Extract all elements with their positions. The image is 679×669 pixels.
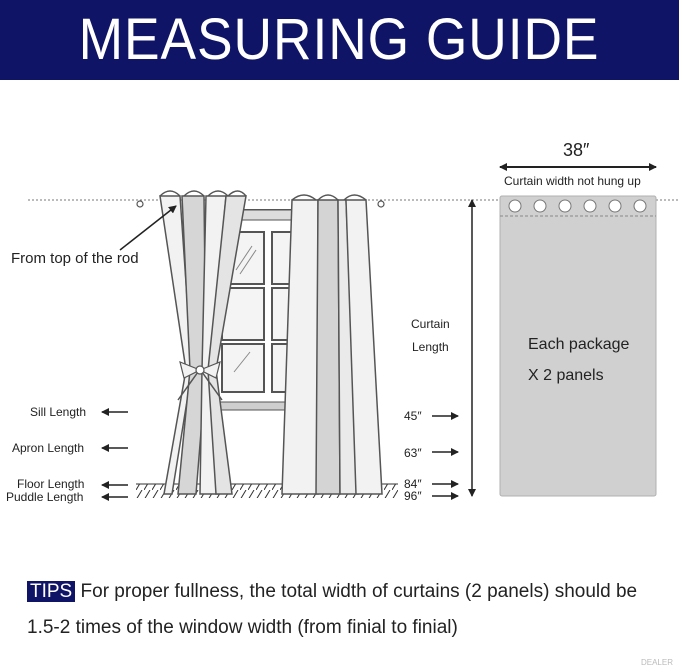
apron-length-value: 63″ xyxy=(404,446,422,460)
puddle-length-value: 96″ xyxy=(404,489,422,503)
tips-section: TIPS For proper fullness, the total widt… xyxy=(27,574,667,646)
sill-length-value: 45″ xyxy=(404,409,422,423)
tips-badge: TIPS xyxy=(27,581,76,602)
watermark: DEALER xyxy=(640,658,673,667)
curtain-diagram xyxy=(28,163,679,501)
grommet xyxy=(558,199,572,213)
grommet xyxy=(633,199,647,213)
rod-finial-left xyxy=(136,200,144,208)
panel-width-note: Curtain width not hung up xyxy=(504,174,641,188)
panel-width-value: 38″ xyxy=(563,140,590,160)
grommet xyxy=(608,199,622,213)
package-label-2: X 2 panels xyxy=(528,367,604,384)
flat-panel xyxy=(499,195,657,497)
sill-length-label: Sill Length xyxy=(30,405,87,419)
rod-top-pointer xyxy=(119,205,177,251)
package-label-1: Each package xyxy=(528,336,630,353)
apron-length-label: Apron Length xyxy=(12,441,85,455)
curtain-length-label-2: Length xyxy=(412,340,449,354)
grommet xyxy=(583,199,597,213)
grommet-row xyxy=(508,199,647,213)
grommet xyxy=(508,199,522,213)
header-banner: MEASURING GUIDE xyxy=(0,0,679,80)
rod-finial-right xyxy=(377,200,385,208)
puddle-length-label: Puddle Length xyxy=(6,490,84,504)
curtain-length-label-1: Curtain xyxy=(411,317,450,331)
grommet xyxy=(533,199,547,213)
floor-length-value: 84″ xyxy=(404,477,422,491)
tieback-bow xyxy=(177,361,223,401)
right-curtain xyxy=(281,194,383,495)
rod-top-label: From top of the rod xyxy=(11,250,139,267)
tips-text: For proper fullness, the total width of … xyxy=(27,581,638,638)
left-curtain xyxy=(159,190,247,495)
floor-length-label: Floor Length xyxy=(17,477,85,491)
page-title: MEASURING GUIDE xyxy=(79,7,600,72)
